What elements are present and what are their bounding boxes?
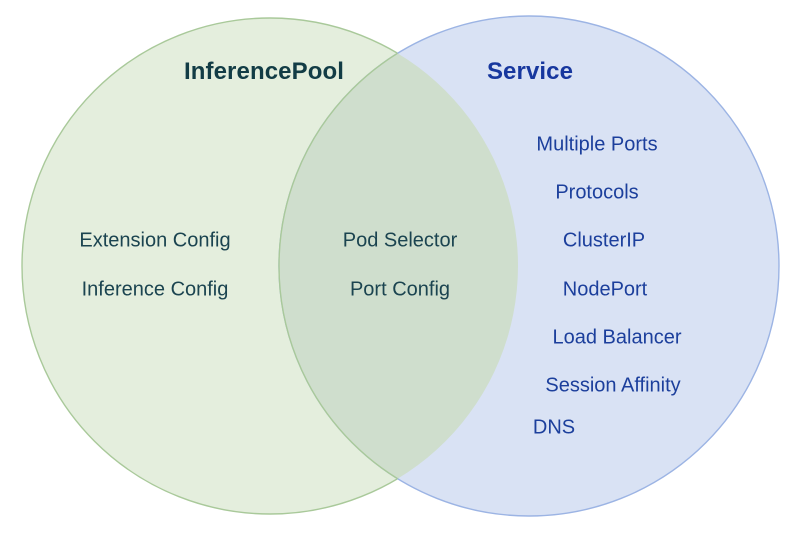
list-item-inference-config: Inference Config bbox=[81, 278, 229, 301]
list-item-multiple-ports: Multiple Ports bbox=[536, 133, 658, 156]
intersection-region bbox=[278, 18, 518, 514]
list-item-load-balancer: Load Balancer bbox=[552, 326, 682, 349]
list-item-port-config: Port Config bbox=[349, 278, 451, 301]
set-title-inferencepool: InferencePool bbox=[183, 58, 345, 85]
list-item-session-affinity: Session Affinity bbox=[545, 374, 681, 397]
list-item-protocols: Protocols bbox=[555, 181, 639, 204]
list-item-nodeport: NodePort bbox=[562, 278, 648, 301]
list-item-dns: DNS bbox=[532, 416, 576, 439]
intersection-region-group bbox=[278, 18, 518, 514]
list-item-clusterip: ClusterIP bbox=[562, 229, 646, 252]
set-title-service: Service bbox=[486, 58, 574, 85]
list-item-pod-selector: Pod Selector bbox=[342, 229, 458, 252]
list-item-extension-config: Extension Config bbox=[79, 229, 231, 252]
